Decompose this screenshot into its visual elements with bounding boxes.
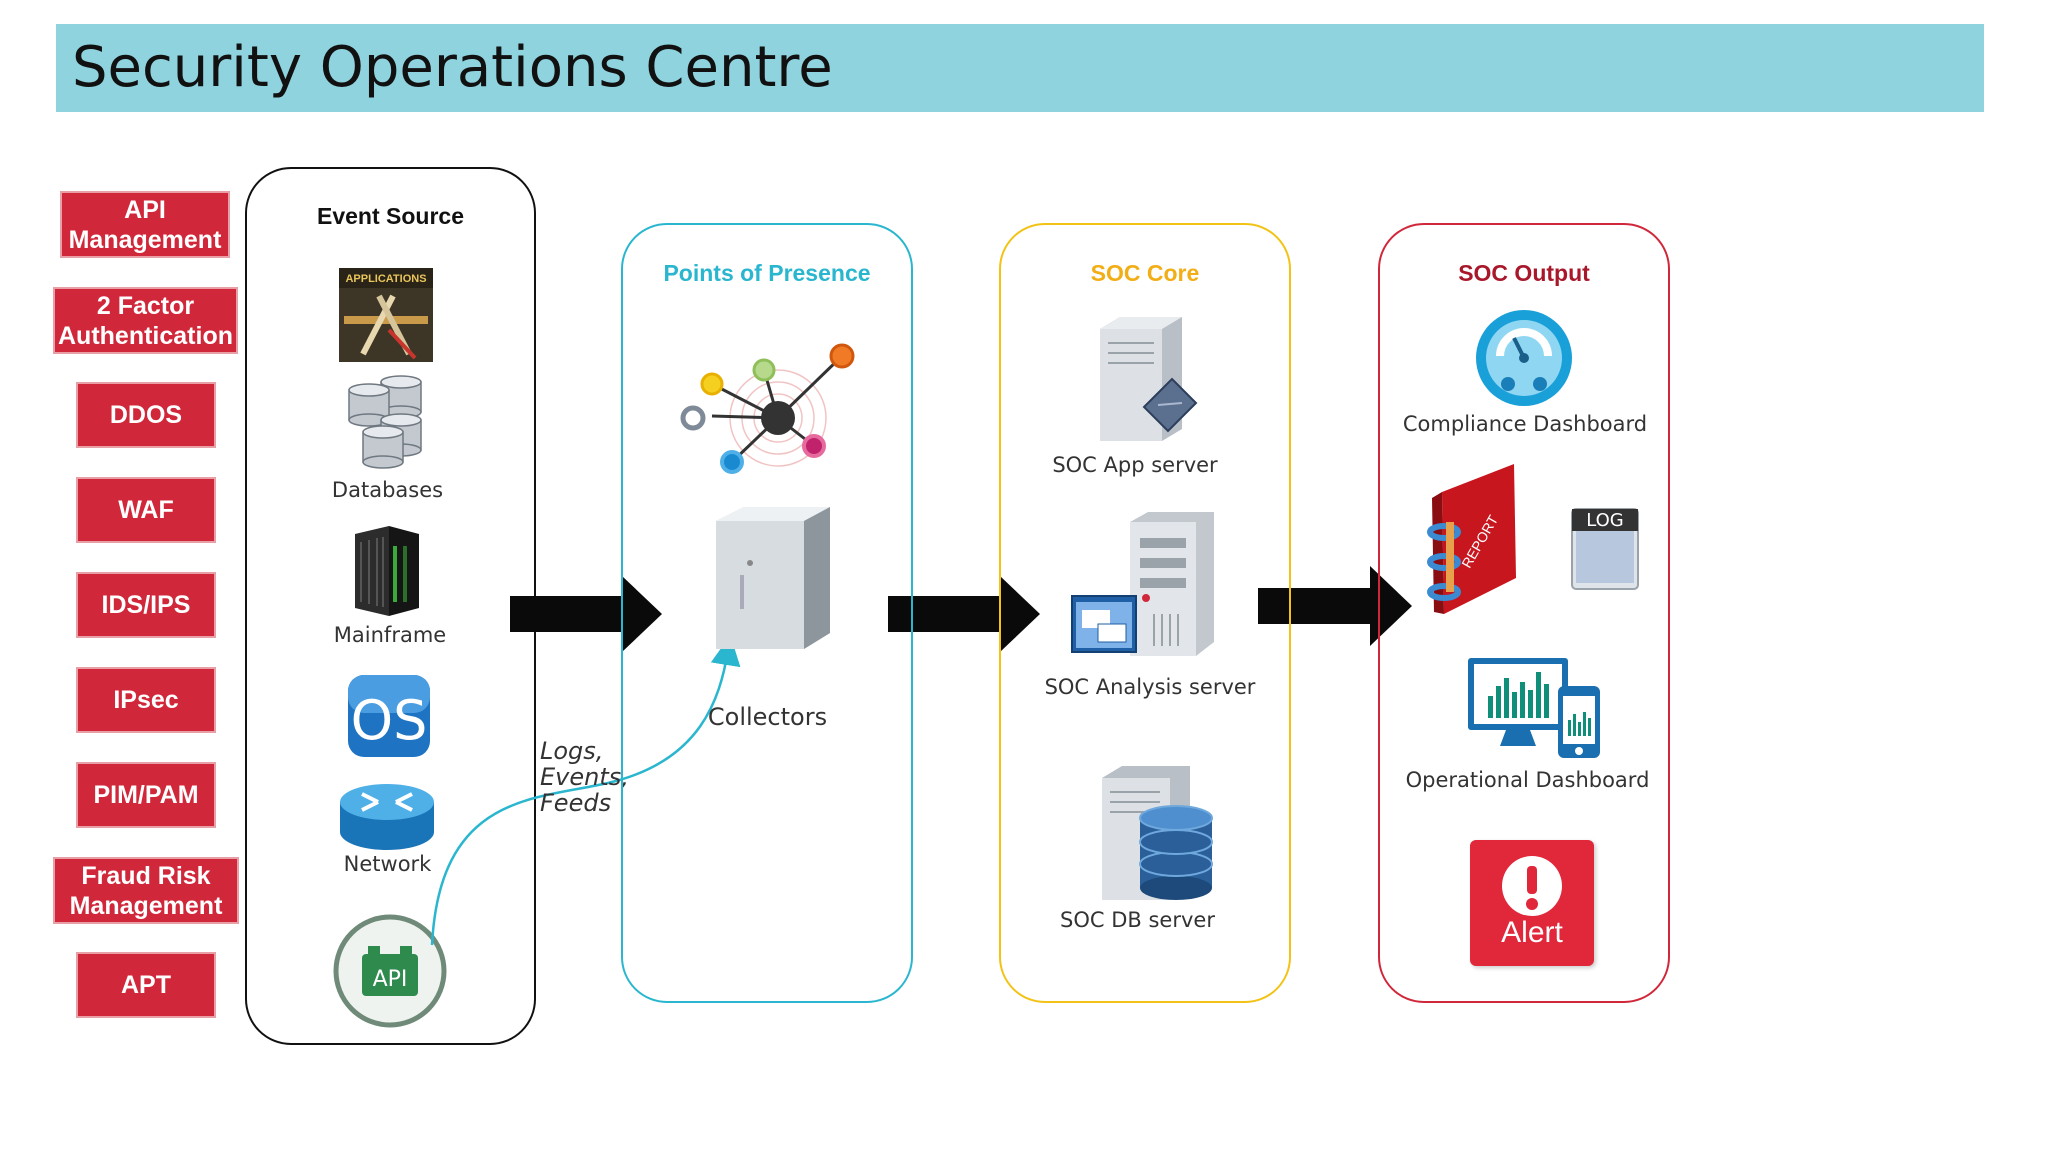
databases-icon	[348, 375, 422, 469]
flow-note: Logs, Events, Feeds	[540, 738, 629, 816]
collectors-label: Collectors	[707, 703, 828, 731]
compliance-dashboard-label: Compliance Dashboard	[1402, 412, 1648, 436]
waf-button[interactable]: WAF	[76, 477, 216, 543]
db-server-icon	[1102, 766, 1213, 900]
two-factor-authentication-button[interactable]: 2 Factor Authentication	[53, 287, 238, 354]
title-bar: Security Operations Centre	[56, 24, 1984, 112]
fraud-risk-management-label: Fraud Risk Management	[69, 861, 223, 920]
gauge-icon	[1476, 310, 1572, 406]
page-title: Security Operations Centre	[72, 35, 833, 100]
points-of-presence-panel: Points of Presence	[621, 223, 913, 1003]
flow-note-feeds: Feeds	[540, 789, 612, 817]
svg-text:API: API	[373, 967, 408, 992]
ids-ips-button[interactable]: IDS/IPS	[76, 572, 216, 638]
svg-text:OS: OS	[351, 689, 428, 752]
api-management-label: API Management	[68, 195, 222, 254]
svg-text:APPLICATIONS: APPLICATIONS	[345, 273, 426, 285]
mainframe-label: Mainframe	[333, 623, 447, 647]
flow-note-logs: Logs,	[540, 737, 604, 765]
network-hub-icon	[680, 343, 855, 474]
soc-core-panel: SOC Core	[999, 223, 1291, 1003]
apt-label: APT	[121, 971, 171, 999]
pim-pam-button[interactable]: PIM/PAM	[76, 762, 216, 828]
app-server-icon	[1100, 317, 1198, 441]
ids-ips-label: IDS/IPS	[101, 591, 191, 619]
soc-core-title: SOC Core	[1090, 260, 1200, 286]
arrow-right-icon-2	[888, 576, 1040, 652]
arrow-right-icon-3	[1258, 566, 1412, 646]
network-label: Network	[343, 852, 432, 876]
ddos-label: DDOS	[109, 401, 183, 429]
exclamation-icon	[1502, 856, 1562, 916]
databases-label: Databases	[331, 478, 444, 502]
ipsec-label: IPsec	[113, 686, 179, 714]
applications-icon: APPLICATIONS	[339, 268, 433, 362]
two-factor-authentication-label: 2 Factor Authentication	[58, 291, 233, 350]
router-icon	[340, 784, 434, 850]
soc-analysis-server-label: SOC Analysis server	[1044, 675, 1256, 699]
mainframe-icon	[355, 526, 419, 616]
os-icon: OS	[348, 675, 430, 757]
arrow-right-icon-1	[510, 576, 662, 652]
operational-dashboard-label: Operational Dashboard	[1405, 768, 1650, 792]
collector-server-icon	[716, 507, 830, 649]
points-of-presence-title: Points of Presence	[663, 260, 871, 286]
waf-label: WAF	[118, 496, 174, 524]
soc-app-server-label: SOC App server	[1052, 453, 1218, 477]
soc-db-server-label: SOC DB server	[1060, 908, 1215, 932]
report-book-icon: REPORT	[1427, 464, 1516, 614]
api-management-button[interactable]: API Management	[60, 191, 230, 258]
alert-icon[interactable]: Alert	[1470, 840, 1594, 966]
ddos-button[interactable]: DDOS	[76, 382, 216, 448]
operational-dashboard-icon	[1468, 658, 1600, 758]
event-source-title: Event Source	[317, 203, 464, 229]
soc-output-panel: SOC Output	[1378, 223, 1670, 1003]
api-icon: API	[333, 914, 447, 1028]
log-file-icon: LOG	[1571, 508, 1639, 590]
fraud-risk-management-button[interactable]: Fraud Risk Management	[53, 857, 239, 924]
svg-text:LOG: LOG	[1586, 510, 1624, 531]
ipsec-button[interactable]: IPsec	[76, 667, 216, 733]
alert-label: Alert	[1501, 916, 1563, 949]
soc-output-title: SOC Output	[1458, 260, 1590, 286]
apt-button[interactable]: APT	[76, 952, 216, 1018]
analysis-server-icon	[1071, 512, 1214, 656]
pim-pam-label: PIM/PAM	[93, 781, 199, 809]
flow-note-events: Events,	[540, 763, 629, 791]
